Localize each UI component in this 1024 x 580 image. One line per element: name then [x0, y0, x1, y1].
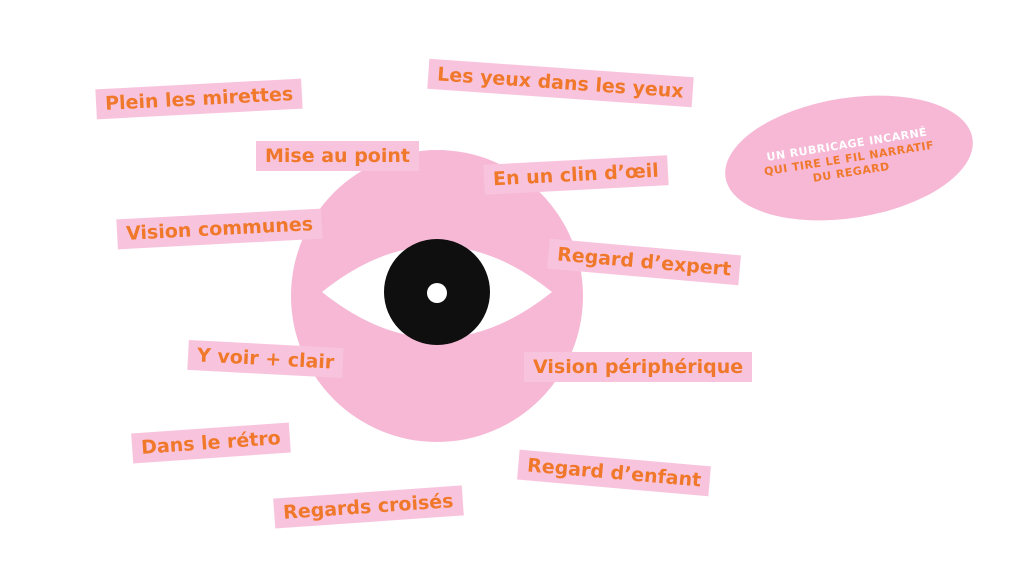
pupil-highlight — [427, 283, 447, 303]
bubble-shape — [725, 95, 973, 221]
tagline-bubble: UN RUBRICAGE INCARNÉ QUI TIRE LE FIL NAR… — [714, 77, 984, 239]
label-vision-peripherique: Vision périphérique — [524, 352, 753, 382]
label-mise-au-point: Mise au point — [256, 141, 419, 171]
